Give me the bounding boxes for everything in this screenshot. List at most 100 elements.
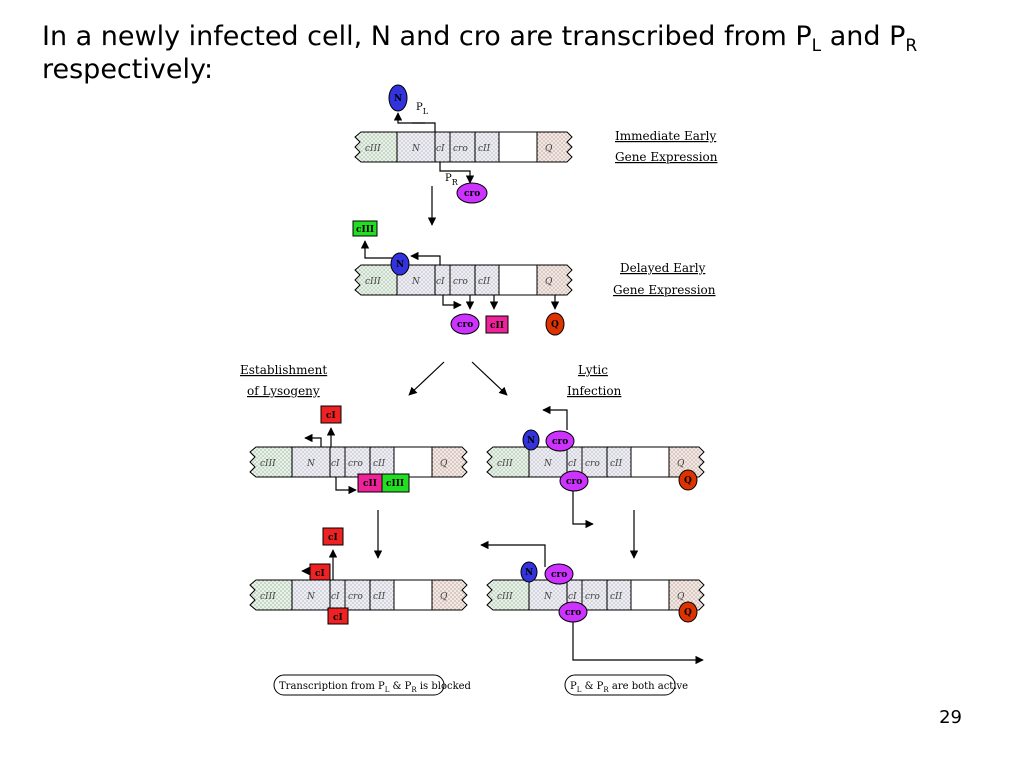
stage-label: Gene Expression (613, 283, 716, 297)
protein-label: cro (552, 437, 568, 447)
promoter-pr-label: PR (445, 173, 459, 187)
protein-label: cI (328, 533, 338, 543)
pr-transcription-arrow (335, 477, 357, 495)
branch-arrow-lysogeny (408, 361, 445, 396)
gene-label: N (543, 592, 553, 602)
protein-label: cro (464, 189, 480, 199)
protein-label: cII (490, 321, 504, 331)
protein-label: cIII (386, 479, 404, 489)
ci-protein (320, 405, 342, 424)
gene-label: N (411, 277, 421, 287)
cro-protein (450, 313, 480, 335)
note-lysogeny (273, 674, 445, 696)
protein-label: cro (566, 477, 582, 487)
slide-title: In a newly infected cell, N and cro are … (42, 21, 918, 85)
gene-label: cIII (497, 592, 513, 602)
gene-label: cI (568, 459, 577, 469)
pl-transcription-arrow (360, 240, 398, 259)
note-lytic (564, 674, 676, 696)
gene-label: cII (373, 592, 386, 602)
chromosome: cIII N cI cro cII Q (354, 264, 573, 296)
lysogeny-step-1: cIII N cI cro cII Q cI cII cIII (249, 405, 468, 495)
pl-transcription-arrow (410, 251, 441, 265)
gene-label: cII (478, 144, 491, 154)
stage-label: Delayed Early (620, 261, 706, 275)
lysogeny-step-2: cIII N cI cro cII Q cI cI cI (249, 527, 468, 625)
gene-label: cII (373, 459, 386, 469)
branch-label: of Lysogeny (247, 384, 320, 398)
gene-label: Q (677, 592, 685, 602)
q-protein (678, 601, 698, 623)
chromosome: cIII N cI cro cII Q (486, 579, 705, 611)
branch-label: Establishment (240, 363, 327, 377)
protein-label: cro (565, 608, 581, 618)
protein-label: cro (457, 320, 473, 330)
gene-label: cI (436, 277, 445, 287)
stage-label: Gene Expression (615, 150, 718, 164)
protein-label: N (525, 568, 533, 578)
protein-label: cI (333, 613, 343, 623)
gene-label: N (411, 144, 421, 154)
pl-transcription-arrow (542, 405, 568, 430)
gene-label: cI (568, 592, 577, 602)
gene-label: N (306, 592, 316, 602)
lytic-step-2: cIII N cI cro cII Q N cro cro Q (480, 540, 705, 665)
gene-label: cI (331, 592, 340, 602)
n-protein (390, 252, 410, 276)
protein-label: Q (551, 320, 559, 330)
pr-transcription-arrow (442, 295, 462, 310)
pr-transcription-arrow (572, 622, 704, 665)
lytic-step-1: cIII N cI cro cII Q N cro cro Q (486, 405, 705, 529)
branch-label: Infection (567, 384, 622, 398)
gene-label: cIII (497, 459, 513, 469)
branch-label: Lytic (578, 363, 608, 377)
gene-label: cIII (365, 277, 381, 287)
gene-label: N (543, 459, 553, 469)
gene-label: cII (478, 277, 491, 287)
gene-label: Q (677, 459, 685, 469)
stage-immediate-early: cIII N cI cro cII Q PL N PR cro Immediat… (354, 84, 718, 204)
cro-bound-ol (544, 563, 574, 585)
protein-label: N (394, 94, 402, 104)
cro-bound-or (559, 470, 589, 492)
protein-label: Q (684, 608, 692, 618)
gene-label: cII (610, 592, 623, 602)
chromosome: cIII N cI cro cII Q (486, 446, 705, 478)
gene-label: cIII (365, 144, 381, 154)
ciii-protein (352, 220, 378, 237)
ciii-protein (381, 473, 410, 493)
gene-label: Q (440, 459, 448, 469)
gene-label: cI (331, 459, 340, 469)
gene-label: Q (545, 277, 553, 287)
gene-label: cII (610, 459, 623, 469)
gene-label: Q (440, 592, 448, 602)
protein-label: Q (684, 476, 692, 486)
gene-label: cro (453, 277, 468, 287)
pr-transcription-arrow (439, 162, 475, 184)
branch-arrow-lytic (471, 361, 508, 396)
note-lytic-text: PL & PR are both active (570, 681, 688, 694)
gene-label: cro (348, 592, 363, 602)
n-protein (388, 84, 408, 112)
protein-label: N (396, 260, 404, 270)
stage-delayed-early: cIII N cI cro cII Q cIII N cro cII Q Del… (352, 220, 716, 336)
q-protein (545, 312, 565, 336)
n-protein (520, 561, 538, 583)
ci-protein (322, 527, 344, 546)
q-protein (678, 469, 698, 491)
protein-label: cI (315, 569, 325, 579)
cii-protein (485, 315, 509, 334)
gene-label: N (306, 459, 316, 469)
n-protein (522, 429, 540, 451)
note-lysogeny-text: Transcription from PL & PR is blocked (279, 681, 472, 694)
stage-label: Immediate Early (615, 129, 717, 143)
protein-label: N (527, 436, 535, 446)
gene-label: cIII (260, 592, 276, 602)
chromosome: cIII N cI cro cII Q (249, 579, 468, 611)
gene-label: cro (585, 459, 600, 469)
ci-repressor-bound-pl (309, 563, 331, 581)
chromosome: cIII N cI cro cII Q (249, 446, 468, 478)
promoter-pl-label: PL (416, 102, 429, 116)
pl-transcription-arrow (480, 540, 546, 567)
